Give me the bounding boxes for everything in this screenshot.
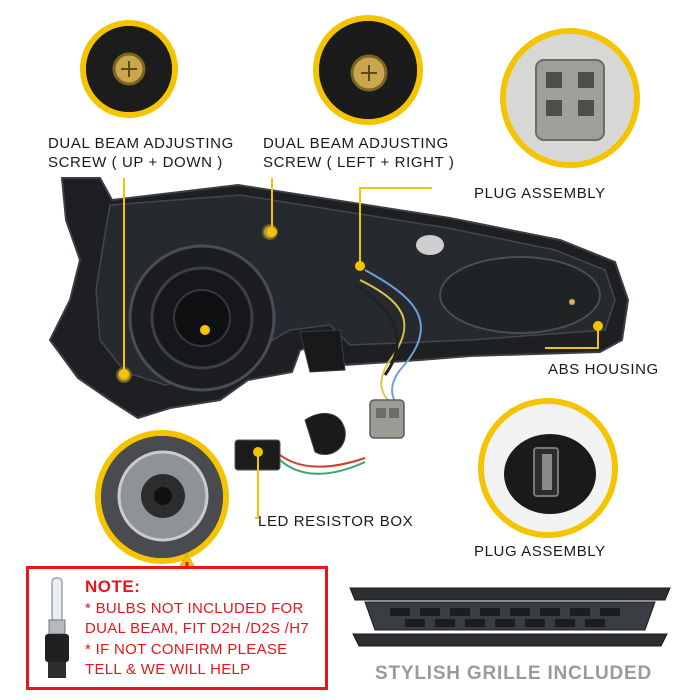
grille-caption: STYLISH GRILLE INCLUDED: [375, 663, 653, 684]
detail-circle-plug-top: [500, 28, 640, 168]
label-led-resistor: LED RESISTOR BOX: [258, 513, 414, 530]
screw-detail-image: [86, 26, 172, 112]
note-line-2: DUAL BEAM, FIT D2H /D2S /H7: [85, 620, 309, 637]
detail-circle-updown-screw: [80, 20, 178, 118]
label-abs-housing: ABS HOUSING: [548, 361, 659, 378]
label-plug-top: PLUG ASSEMBLY: [474, 185, 606, 202]
note-title: NOTE:: [85, 577, 141, 596]
socket-detail-image: [484, 404, 612, 532]
detail-circle-plug-bottom: [478, 398, 618, 538]
note-line-4: TELL & WE WILL HELP: [85, 661, 251, 678]
bulb-icon: [45, 577, 69, 678]
label-leftright-line2: SCREW ( LEFT + RIGHT ): [263, 154, 455, 171]
reflector-detail-image: [101, 436, 223, 558]
note-box: [26, 566, 328, 690]
label-plug-bottom: PLUG ASSEMBLY: [474, 543, 606, 560]
plug-detail-image: [506, 34, 634, 162]
detail-circle-bulb-socket: [95, 430, 229, 564]
note-line-1: * BULBS NOT INCLUDED FOR: [85, 600, 304, 617]
note-line-3: * IF NOT CONFIRM PLEASE: [85, 641, 288, 658]
screw-detail-image-2: [319, 21, 417, 119]
label-updown-line1: DUAL BEAM ADJUSTING: [48, 135, 234, 152]
label-leftright-line1: DUAL BEAM ADJUSTING: [263, 135, 449, 152]
detail-circle-leftright-screw: [313, 15, 423, 125]
grille-image: [349, 587, 671, 647]
label-updown-line2: SCREW ( UP + DOWN ): [48, 154, 223, 171]
